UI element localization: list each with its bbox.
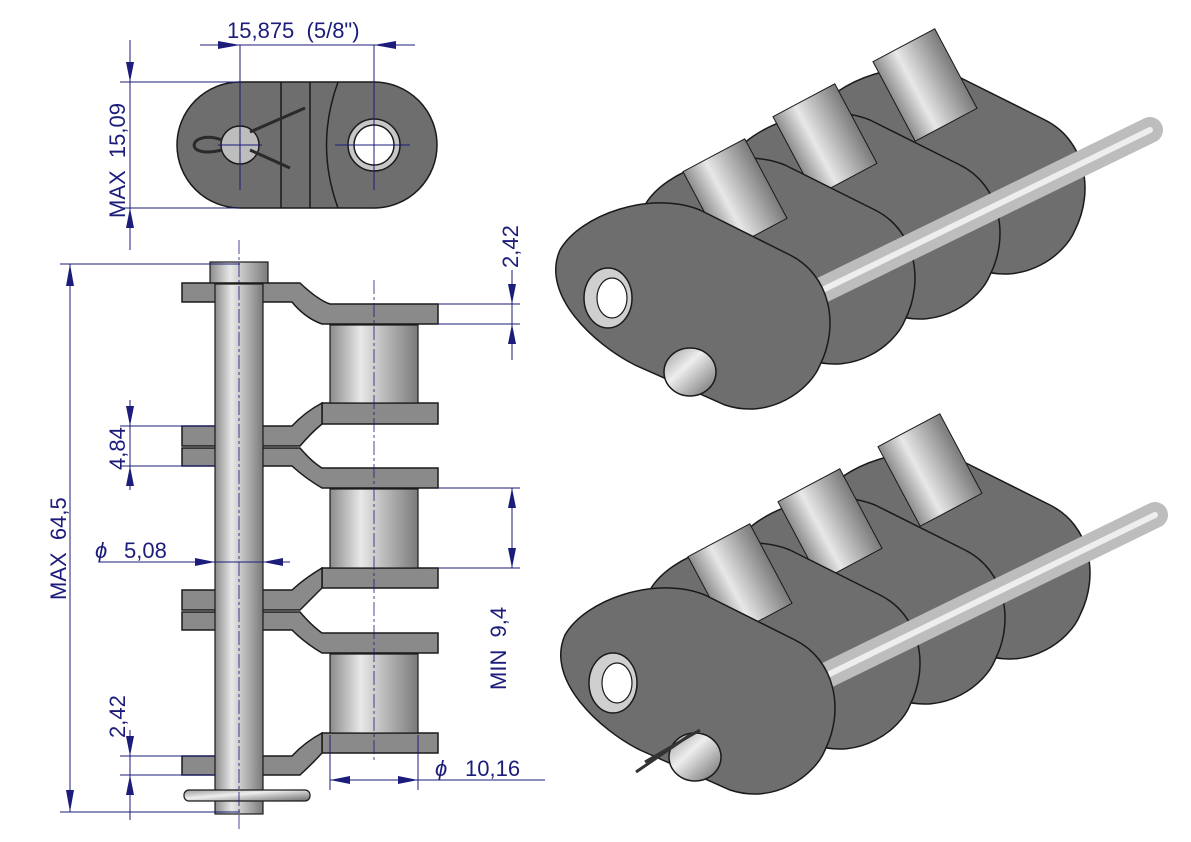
bottom-plate-thickness-label: 2,42: [105, 695, 130, 738]
inner-width-label: MIN 9,4: [486, 607, 511, 690]
cotter-pin-iso-icon: [635, 728, 701, 774]
roller-diameter-symbol: ϕ: [435, 756, 447, 781]
overall-width-label: MAX 64,5: [46, 497, 71, 600]
plate-height-label: MAX 15,09: [105, 103, 130, 218]
side-view: MAX 64,5 4,84 2,42 2,42 MIN 9,4 ϕ 5,08: [46, 225, 545, 830]
roller-diameter-label: 10,16: [465, 756, 520, 781]
inner-plate-gap-label: 4,84: [105, 427, 130, 470]
pitch-label: 15,875 (5/8"): [227, 18, 360, 43]
isometric-view-bottom: [561, 414, 1155, 794]
front-plate: [555, 202, 831, 410]
pin-diameter-label: 5,08: [124, 538, 167, 563]
cotter-pin: [183, 789, 311, 802]
isometric-view-top: [555, 28, 1163, 410]
cotter-pin-icon: [192, 106, 306, 170]
pin-head-iso: [663, 347, 717, 397]
top-plate-thickness-label: 2,42: [498, 225, 523, 268]
pin-diameter-symbol: ϕ: [95, 538, 107, 563]
top-view: MAX 15,09: [105, 40, 438, 250]
plate-top-view: [176, 81, 438, 209]
